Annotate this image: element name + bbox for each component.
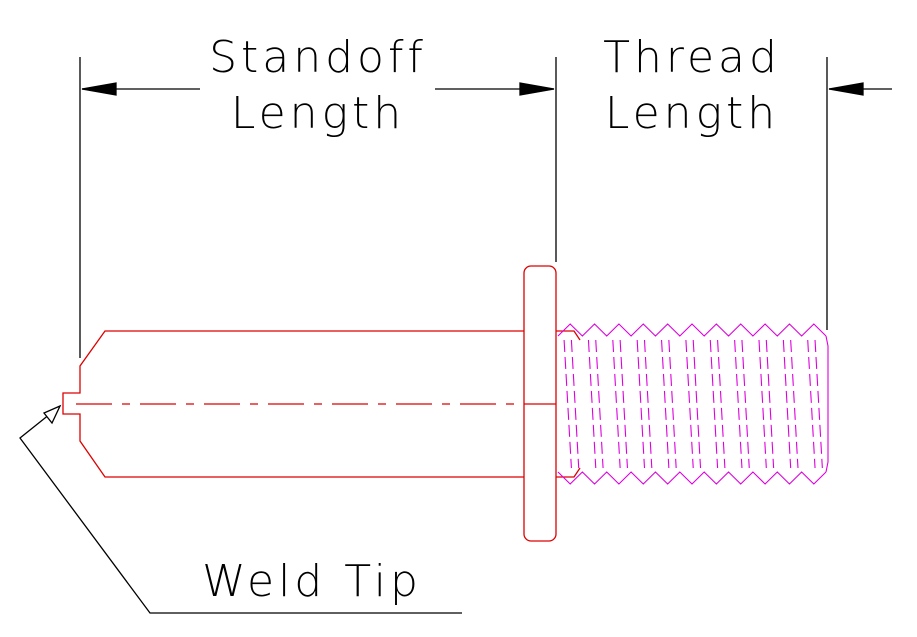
thread-line — [595, 339, 604, 469]
thread-line — [717, 339, 726, 469]
thread-label-line2: Length — [605, 88, 779, 139]
stud-shank-outline — [62, 330, 524, 478]
thread-line — [709, 339, 719, 469]
thread-line — [685, 339, 694, 469]
thread-line — [619, 339, 628, 469]
thread-line — [636, 339, 646, 469]
thread-root-top — [556, 330, 581, 341]
thread-line — [741, 339, 750, 469]
thread-label-line1: Thread — [603, 32, 781, 83]
thread-line — [643, 339, 653, 469]
thread-line — [758, 339, 767, 469]
weld-tip-label: Weld Tip — [202, 556, 422, 607]
standoff-label-line2: Length — [231, 88, 405, 139]
thread-line — [668, 339, 677, 469]
thread-line — [612, 339, 621, 469]
thread-line — [814, 339, 823, 469]
thread-line — [587, 339, 597, 469]
thread-dimension — [826, 57, 892, 330]
thread-root-bottom — [556, 467, 581, 478]
arrowhead-icon — [519, 82, 555, 96]
thread-crest-bottom — [557, 471, 827, 485]
thread-line — [570, 339, 580, 469]
stud-body — [62, 265, 581, 542]
standoff-label-line1: Standoff — [209, 32, 427, 83]
leader-line — [19, 405, 462, 614]
thread-line — [734, 339, 743, 469]
thread-line — [660, 339, 670, 469]
standoff-dimension — [79, 57, 557, 358]
thread-line — [807, 339, 816, 469]
thread-line — [563, 339, 572, 469]
thread-line — [790, 339, 799, 469]
thread-line — [692, 339, 702, 469]
thread-crest-top — [557, 323, 827, 337]
thread-line — [782, 339, 792, 469]
open-arrowhead-icon — [42, 404, 62, 425]
arrowhead-icon — [828, 82, 864, 96]
thread-end — [825, 335, 829, 473]
weld-tip-leader — [19, 404, 462, 614]
thread-section — [557, 323, 829, 485]
thread-line — [765, 339, 775, 469]
arrowhead-icon — [81, 82, 117, 96]
